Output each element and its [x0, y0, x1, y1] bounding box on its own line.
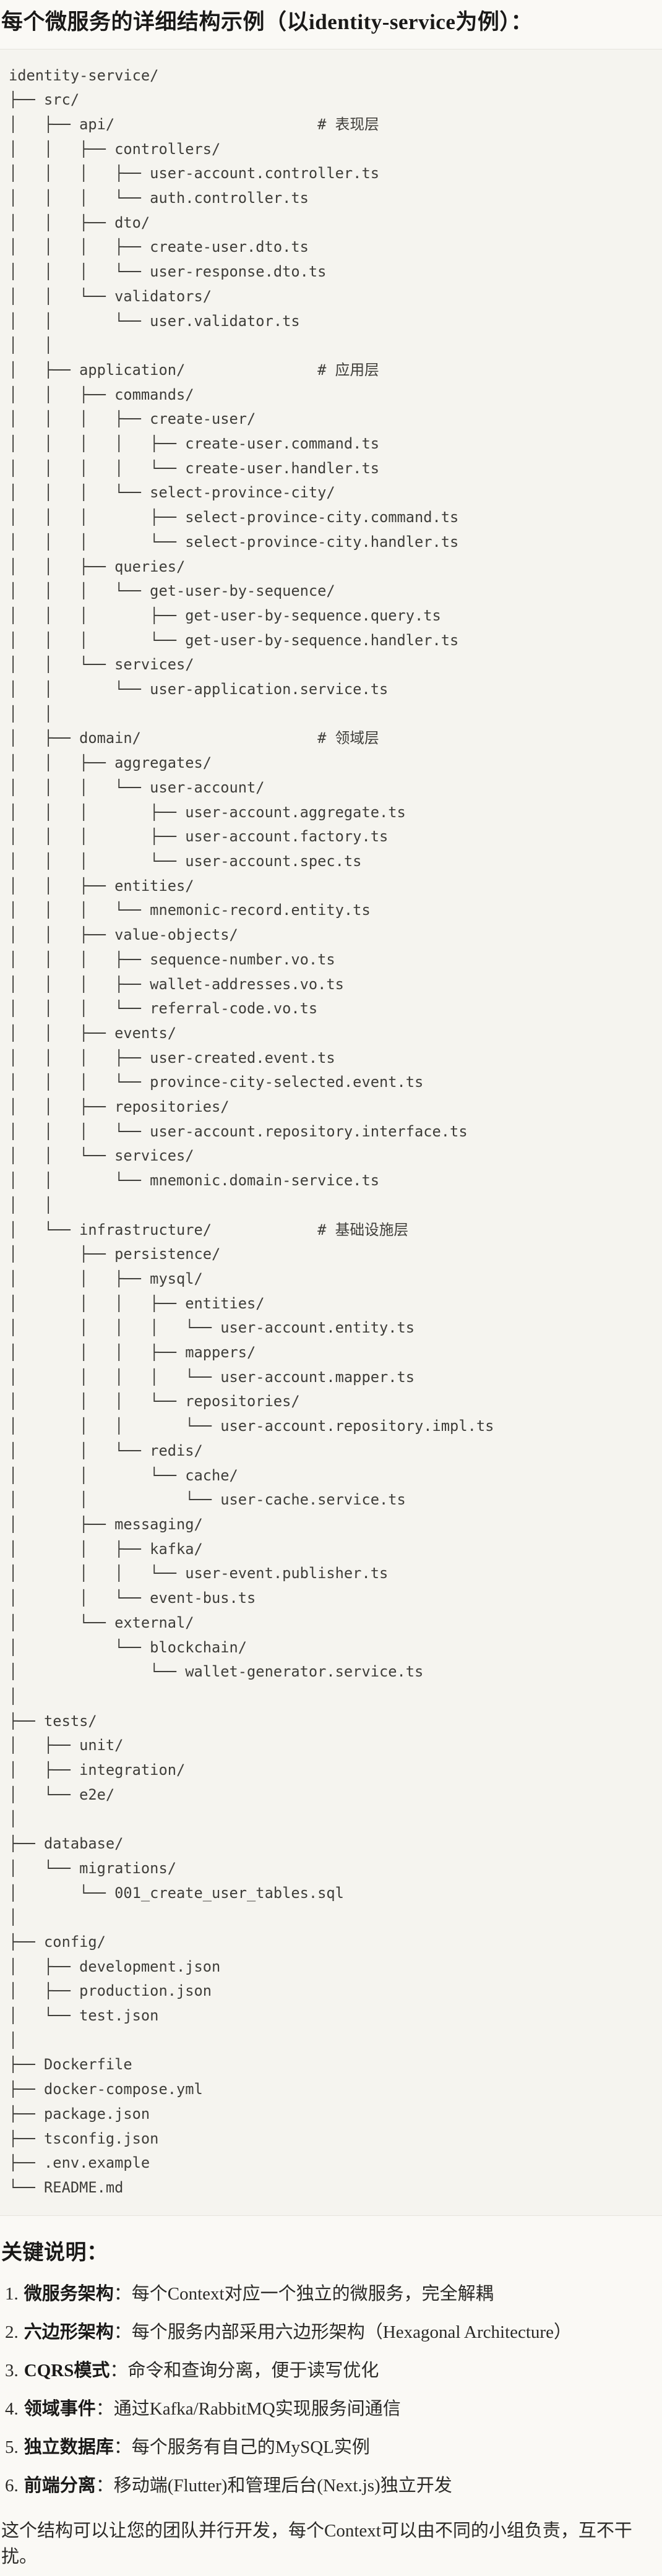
- note-item-label: CQRS模式: [24, 2361, 110, 2381]
- directory-tree: identity-service/ ├── src/ │ ├── api/ # …: [9, 66, 494, 2196]
- note-item-label: 六边形架构: [24, 2322, 114, 2343]
- note-item-colon: ：: [95, 2399, 114, 2419]
- note-item-colon: ：: [113, 2284, 132, 2304]
- note-item-colon: ：: [110, 2361, 128, 2381]
- note-item-text: 每个服务有自己的MySQL实例: [131, 2437, 370, 2458]
- note-item-6: 6.前端分离：移动端(Flutter)和管理后台(Next.js)独立开发: [5, 2473, 652, 2499]
- note-item-text: 通过Kafka/RabbitMQ实现服务间通信: [113, 2399, 401, 2419]
- note-item-label: 独立数据库: [24, 2437, 114, 2458]
- note-item-colon: ：: [113, 2437, 132, 2458]
- note-item-text: 每个Context对应一个独立的微服务，完全解耦: [131, 2284, 494, 2304]
- note-item-colon: ：: [95, 2476, 114, 2496]
- note-item-4: 4.领域事件：通过Kafka/RabbitMQ实现服务间通信: [5, 2396, 652, 2422]
- note-item-text: 命令和查询分离，便于读写优化: [127, 2361, 379, 2381]
- code-block: identity-service/ ├── src/ │ ├── api/ # …: [0, 48, 662, 2216]
- notes-section: 关键说明： 1.微服务架构：每个Context对应一个独立的微服务，完全解耦 2…: [0, 2238, 662, 2570]
- note-item-number: 4.: [5, 2399, 19, 2419]
- note-item-2: 2.六边形架构：每个服务内部采用六边形架构（Hexagonal Architec…: [5, 2319, 652, 2345]
- note-item-number: 1.: [5, 2284, 19, 2304]
- note-item-number: 5.: [5, 2437, 19, 2458]
- footer-paragraph: 这个结构可以让您的团队并行开发，每个Context可以由不同的小组负责，互不干扰…: [1, 2521, 632, 2567]
- note-item-label: 领域事件: [24, 2399, 96, 2419]
- note-item-label: 微服务架构: [24, 2284, 114, 2304]
- note-item-text: 每个服务内部采用六边形架构（Hexagonal Architecture）: [131, 2322, 572, 2343]
- notes-heading: 关键说明：: [1, 2241, 108, 2264]
- page-title: 每个微服务的详细结构示例（以identity-service为例）：: [1, 10, 533, 34]
- note-item-5: 5.独立数据库：每个服务有自己的MySQL实例: [5, 2434, 652, 2460]
- note-item-number: 6.: [5, 2476, 19, 2496]
- note-item-number: 2.: [5, 2322, 19, 2343]
- note-item-colon: ：: [113, 2322, 132, 2343]
- note-item-1: 1.微服务架构：每个Context对应一个独立的微服务，完全解耦: [5, 2281, 652, 2307]
- note-item-text: 移动端(Flutter)和管理后台(Next.js)独立开发: [113, 2476, 452, 2496]
- note-item-label: 前端分离: [24, 2476, 96, 2496]
- note-item-number: 3.: [5, 2361, 19, 2381]
- note-item-3: 3.CQRS模式：命令和查询分离，便于读写优化: [5, 2358, 652, 2384]
